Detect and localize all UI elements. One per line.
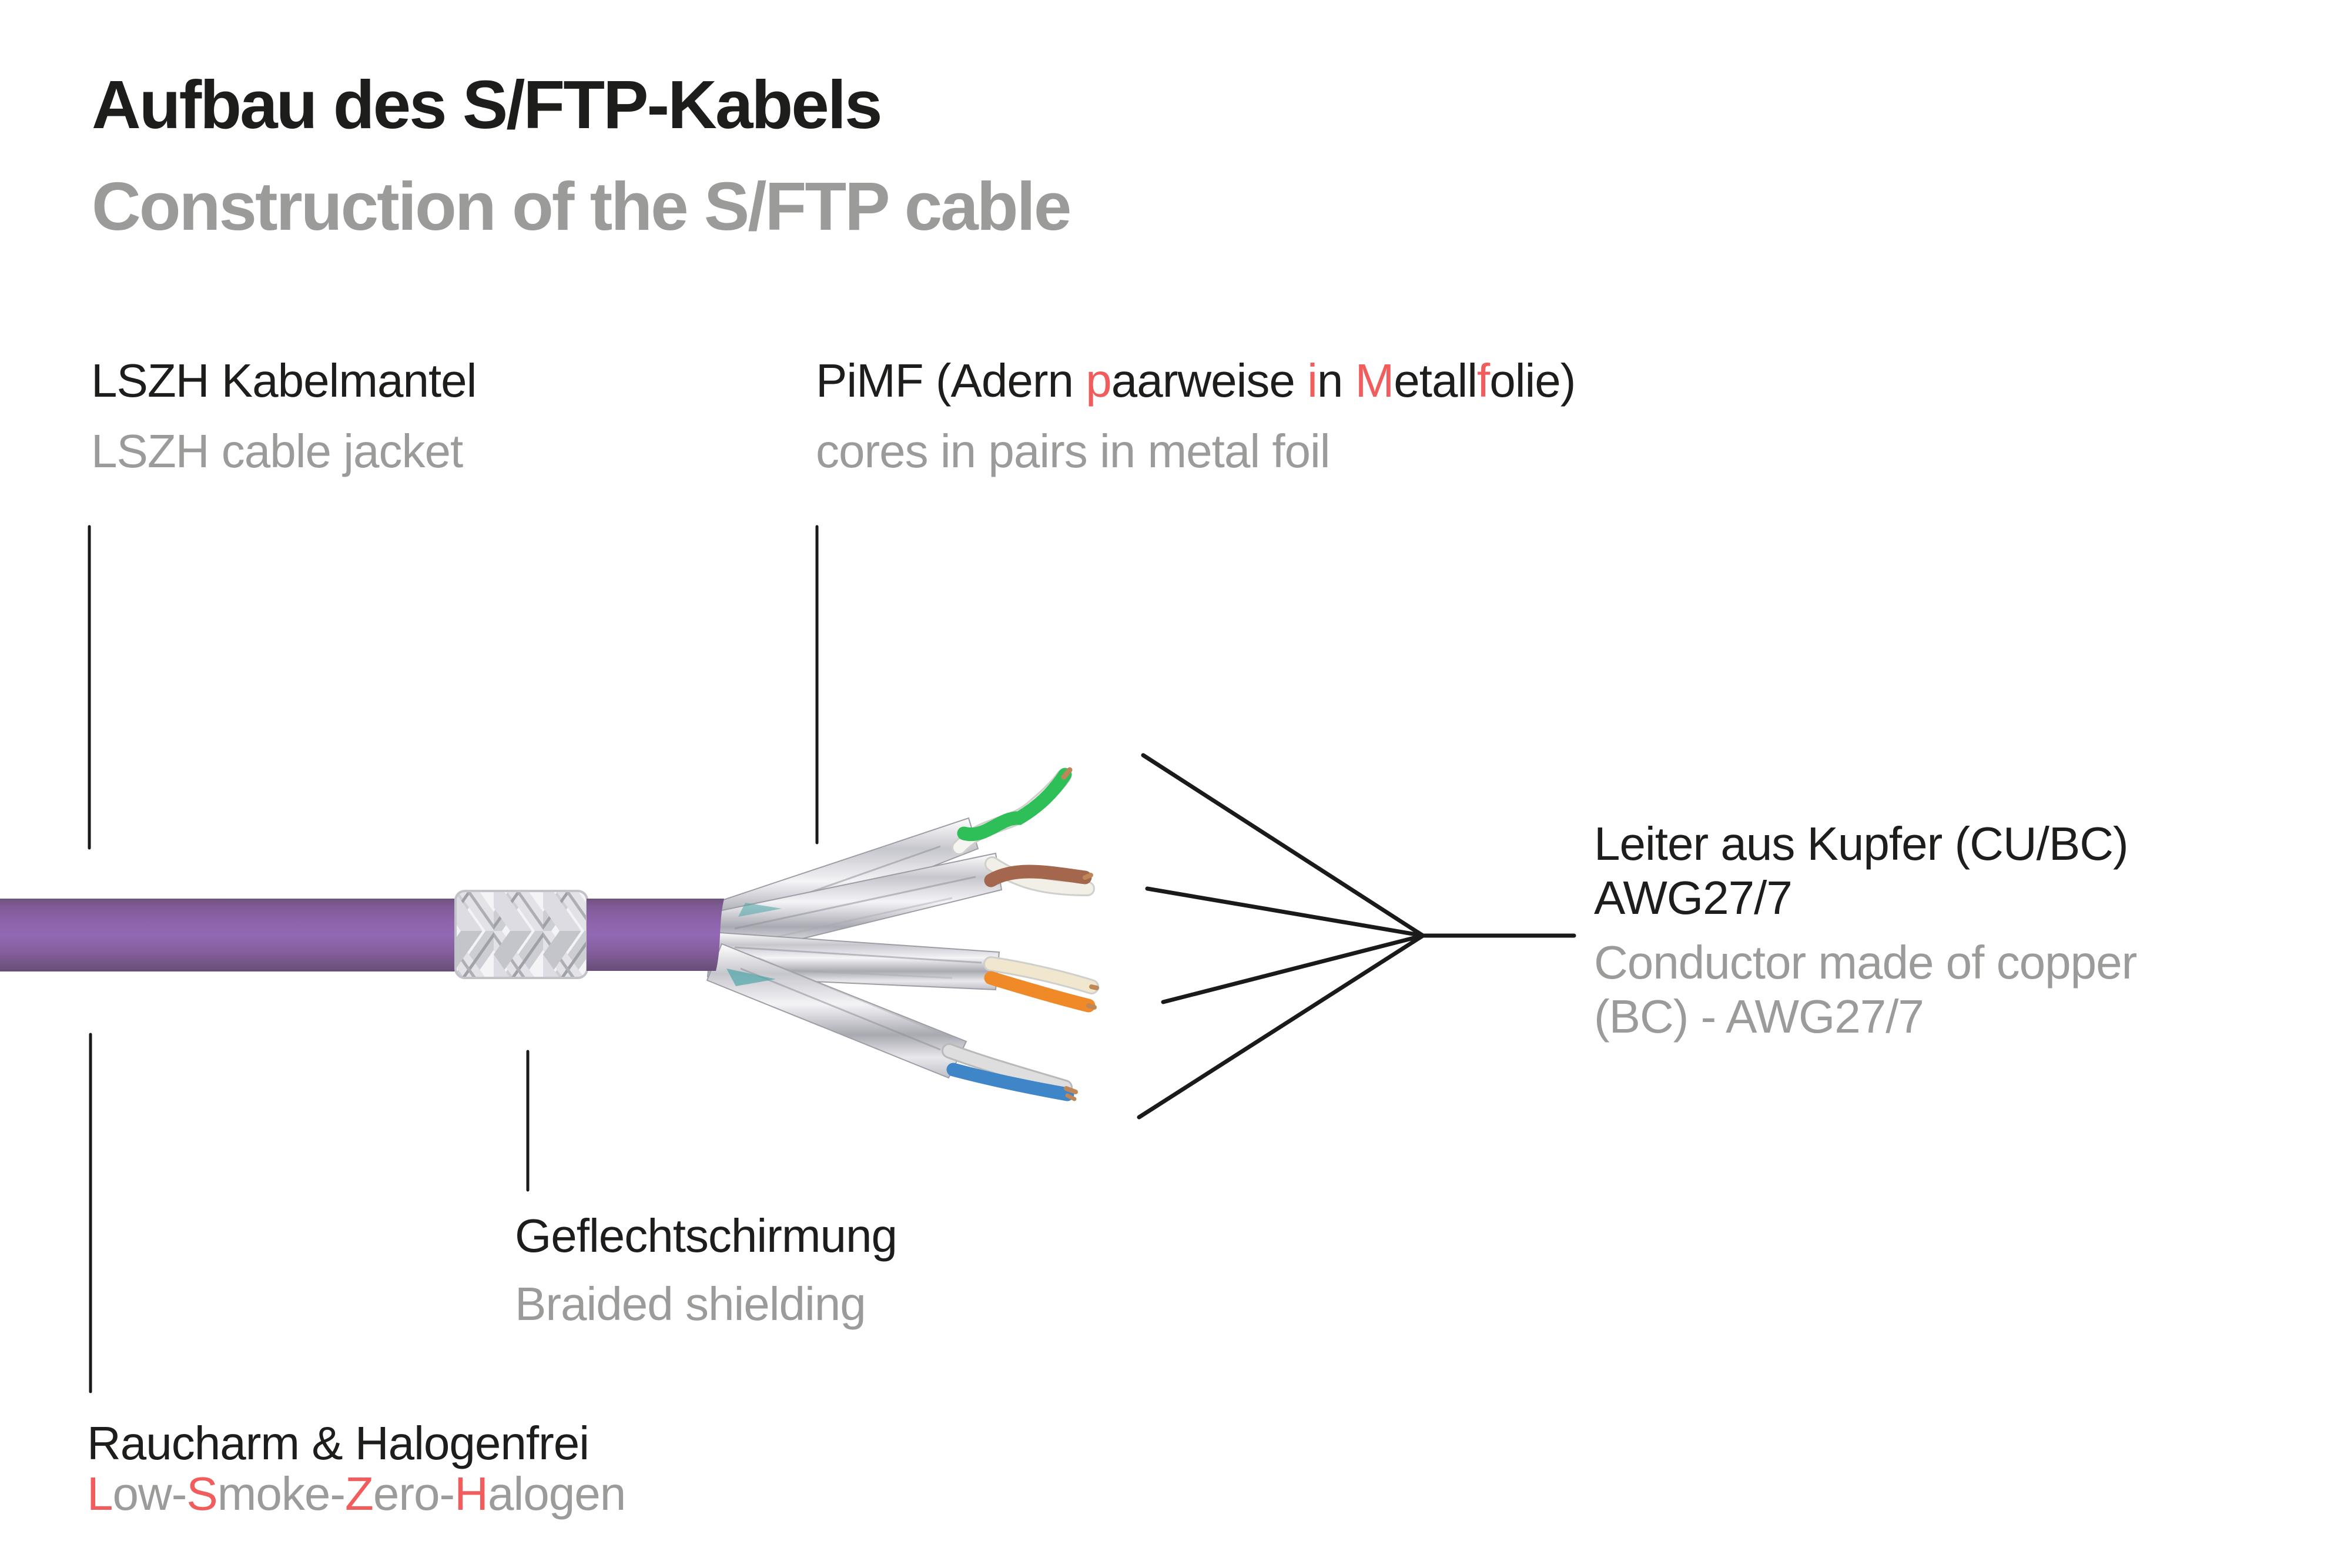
label-low-smoke-en: Low-Smoke-Zero-Halogen [87,1468,626,1520]
label-braided-shielding-en: Braided shielding [515,1278,866,1330]
copper-tip [1083,873,1093,880]
label-pimf-de: PiMF (Adern paarweise in Metallfolie) [816,354,1576,407]
label-lszh-jacket-en: LSZH cable jacket [91,425,463,477]
copper-tip [1065,1093,1077,1101]
label-low-smoke: Raucharm & Halogenfrei Low-Smoke-Zero-Ha… [87,1417,626,1520]
wire-green [957,768,1072,842]
wire-orange [984,971,1096,1013]
cable-illustration [0,767,1099,1101]
callout-lines [88,525,1576,1393]
foil-pair-blue [706,943,1078,1101]
callout-fan-line-4 [1137,933,1425,1120]
page-subtitle: Construction of the S/FTP cable [92,168,1071,245]
label-lszh-jacket: LSZH Kabelmantel LSZH cable jacket [91,346,477,487]
copper-tip [1089,984,1099,990]
label-conductor-en-line1: Conductor made of copper [1594,936,2137,989]
wire-brown [984,865,1092,887]
label-conductor-de-line2: AWG27/7 [1594,872,1793,924]
label-pimf: PiMF (Adern paarweise in Metallfolie) co… [816,346,1576,487]
label-conductor: Leiter aus Kupfer (CU/BC) AWG27/7 Conduc… [1594,817,2137,1044]
copper-tip [1064,1086,1078,1094]
braided-shield-segment [454,890,588,979]
label-braided-shielding-de: Geflechtschirmung [515,1209,897,1262]
copper-tip [1086,1003,1097,1010]
foil-glint [726,969,776,986]
wire-gray [943,1045,1071,1093]
foil-glint [738,903,782,917]
callout-fan-line-2 [1145,886,1425,938]
label-low-smoke-de: Raucharm & Halogenfrei [87,1417,590,1469]
wire-cream [985,958,1097,993]
callout-fan-line-3 [1161,933,1425,1004]
label-pimf-en: cores in pairs in metal foil [816,425,1331,477]
label-conductor-de-line1: Leiter aus Kupfer (CU/BC) [1594,817,2129,870]
page-title: Aufbau des S/FTP-Kabels [92,66,883,143]
wire-blue [946,1063,1074,1101]
cable-jacket-left-segment [0,899,458,971]
copper-tip [1061,767,1073,780]
label-conductor-en-line2: (BC) - AWG27/7 [1594,990,1924,1043]
label-braided-shielding: Geflechtschirmung Braided shielding [515,1202,897,1338]
label-lszh-jacket-de: LSZH Kabelmantel [91,354,477,407]
callout-fan-line-1 [1141,753,1425,938]
cable-jacket-right-segment [587,899,724,971]
